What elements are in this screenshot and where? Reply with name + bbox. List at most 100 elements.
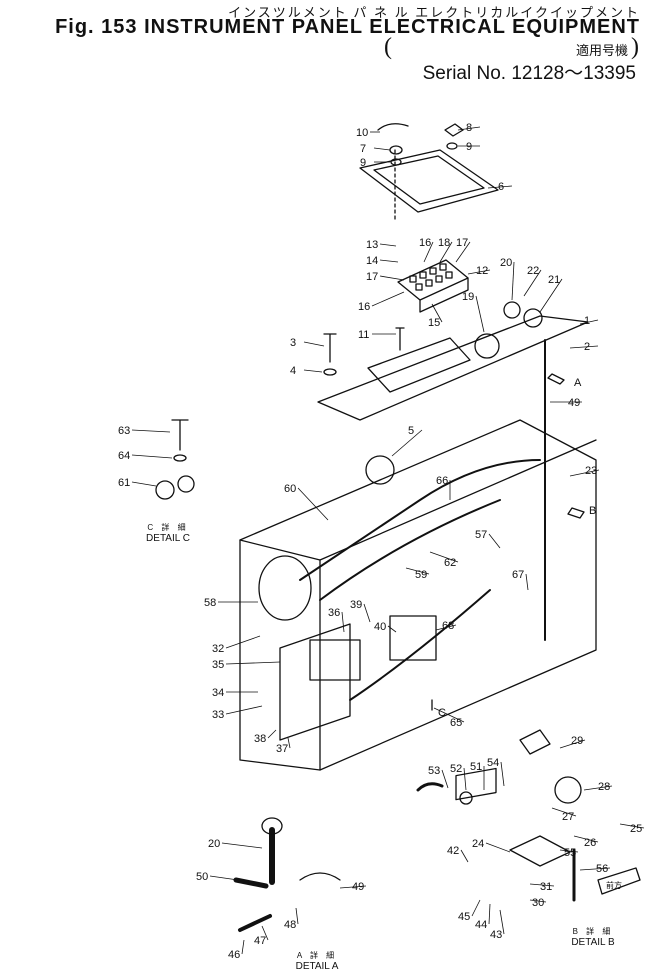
cover-plate xyxy=(359,149,499,213)
direction-label: 前方 xyxy=(606,880,622,890)
leader-line-c42 xyxy=(460,849,469,863)
leader-line-c49b xyxy=(339,885,367,889)
leader-line-c15 xyxy=(431,303,443,323)
callout-c64: 64 xyxy=(118,450,130,462)
serial-range: Serial No. 12128～13395 xyxy=(422,63,636,84)
callout-c49b: 49 xyxy=(352,881,364,893)
callout-c65: 65 xyxy=(450,717,462,729)
view-label-c: C xyxy=(438,707,446,719)
switch-11 xyxy=(395,327,405,351)
direction-arrow xyxy=(597,867,641,895)
leader-line-c67 xyxy=(525,573,529,591)
leader-line-c31 xyxy=(529,883,555,887)
leader-line-c23 xyxy=(569,469,600,477)
callout-c27: 27 xyxy=(562,811,574,823)
callout-c17a: 17 xyxy=(456,237,468,249)
leader-line-c38 xyxy=(267,729,277,739)
washer-9b xyxy=(446,142,458,150)
callout-c7: 7 xyxy=(360,143,366,155)
unit-42 xyxy=(455,767,497,801)
leader-line-c59 xyxy=(405,567,430,575)
callout-c23: 23 xyxy=(585,465,597,477)
hose-53 xyxy=(416,782,444,792)
callout-c40: 40 xyxy=(374,621,386,633)
callout-c6: 6 xyxy=(498,181,504,193)
callout-c62: 62 xyxy=(444,557,456,569)
leader-line-c63 xyxy=(131,429,171,433)
callout-c28: 28 xyxy=(598,781,610,793)
callout-c54: 54 xyxy=(487,757,499,769)
callout-c20b: 20 xyxy=(208,838,220,850)
relay-36 xyxy=(309,639,361,681)
view-label-a: A xyxy=(574,377,582,389)
view-arrow-a xyxy=(547,373,565,385)
callout-c58: 58 xyxy=(204,597,216,609)
leader-line-c12 xyxy=(467,269,491,275)
callout-c33: 33 xyxy=(212,709,224,721)
callout-c35: 35 xyxy=(212,659,224,671)
washer-9a xyxy=(390,158,402,166)
starter-switch-5 xyxy=(365,455,395,485)
panel-cutout xyxy=(367,337,471,393)
gauge-19 xyxy=(474,333,500,359)
leader-line-c20 xyxy=(511,261,515,301)
callout-c5: 5 xyxy=(408,425,414,437)
left-paren: ( xyxy=(384,34,392,60)
callout-c55: 55 xyxy=(564,847,576,859)
callout-c22: 22 xyxy=(527,265,539,277)
cover-plate-opening xyxy=(373,155,485,205)
leader-line-c65 xyxy=(433,707,465,723)
callout-c59: 59 xyxy=(415,569,427,581)
callout-c60: 60 xyxy=(284,483,296,495)
bracket-24 xyxy=(509,835,571,867)
leader-line-c22 xyxy=(523,269,542,297)
callout-c26: 26 xyxy=(584,837,596,849)
leader-line-c18 xyxy=(439,241,453,263)
leader-line-c57 xyxy=(488,533,501,549)
callout-c44: 44 xyxy=(475,919,487,931)
callout-c48: 48 xyxy=(284,919,296,931)
detail-c-caption: C 詳 細 DETAIL C xyxy=(133,522,203,544)
leader-line-c8 xyxy=(457,126,481,131)
callout-c31: 31 xyxy=(540,881,552,893)
leader-line-c32 xyxy=(225,635,261,649)
frame-box xyxy=(239,419,597,771)
bolt-63 xyxy=(171,419,189,451)
elbow-29 xyxy=(519,729,551,755)
lamp-21 xyxy=(523,308,543,328)
callout-c53: 53 xyxy=(428,765,440,777)
leader-line-c35 xyxy=(225,661,281,665)
callout-c47: 47 xyxy=(254,935,266,947)
callout-c4: 4 xyxy=(290,365,296,377)
leader-line-c50 xyxy=(209,875,239,881)
callout-c32: 32 xyxy=(212,643,224,655)
leader-line-c24 xyxy=(485,842,511,853)
leader-line-c13 xyxy=(379,243,397,247)
sensor-28 xyxy=(554,776,582,804)
callout-c34: 34 xyxy=(212,687,224,699)
callout-c57: 57 xyxy=(475,529,487,541)
detail-a-caption: A 詳 細 DETAIL A xyxy=(282,950,352,972)
callout-c67: 67 xyxy=(512,569,524,581)
callout-c66: 66 xyxy=(436,475,448,487)
callout-c39: 39 xyxy=(350,599,362,611)
washer-4 xyxy=(323,368,337,376)
applicability-label: 適用号機 xyxy=(575,43,628,58)
relay-40 xyxy=(389,615,437,661)
detail-a-jp: A 詳 細 xyxy=(296,951,338,960)
callout-c61: 61 xyxy=(118,477,130,489)
callout-c36: 36 xyxy=(328,607,340,619)
leader-line-c3 xyxy=(303,341,325,347)
harness-loop-58 xyxy=(258,555,312,621)
leader-line-c52 xyxy=(463,767,467,791)
callout-c50: 50 xyxy=(196,871,208,883)
washer-64 xyxy=(173,454,187,462)
callout-c19: 19 xyxy=(462,291,474,303)
callout-c21: 21 xyxy=(548,274,560,286)
detail-c-en: DETAIL C xyxy=(146,533,190,544)
leader-line-c48 xyxy=(295,907,299,925)
callout-c16b: 16 xyxy=(358,301,370,313)
wire-harness xyxy=(299,459,541,701)
leader-line-c17b xyxy=(379,275,405,281)
